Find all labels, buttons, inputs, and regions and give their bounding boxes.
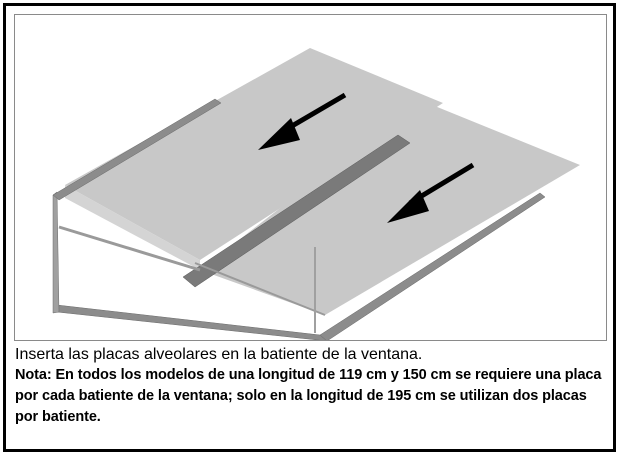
- frame-left-rail: [52, 191, 60, 314]
- window-frame-drawing: [52, 48, 580, 340]
- window-frame-illustration: [14, 14, 607, 341]
- frame-center-rail: [182, 134, 411, 288]
- note-text: Nota: En todos los modelos de una longit…: [15, 367, 602, 425]
- sash-right-bottom-edge: [194, 262, 326, 316]
- insert-direction-arrow-icon: [387, 162, 475, 223]
- panel-right: [200, 100, 580, 315]
- caption: Inserta las placas alveolares en la bati…: [15, 344, 610, 428]
- panel-left-lower: [65, 185, 200, 270]
- instruction-figure: Inserta las placas alveolares en la bati…: [3, 3, 616, 452]
- frame-right-rail: [319, 192, 546, 340]
- sash-left-bottom-edge: [58, 225, 201, 272]
- panel-left: [65, 48, 443, 260]
- insert-direction-arrow-icon: [258, 92, 347, 150]
- instruction-text: Inserta las placas alveolares en la bati…: [15, 346, 423, 363]
- frame-left-top-rail: [52, 98, 222, 201]
